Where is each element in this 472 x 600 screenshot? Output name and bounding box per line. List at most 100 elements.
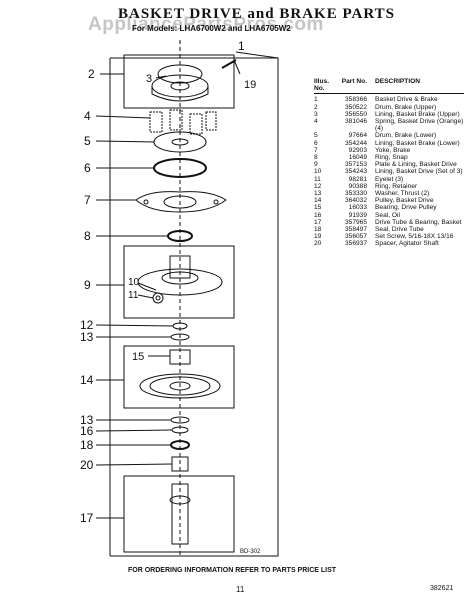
callout-13: 13 — [80, 330, 94, 344]
callout-17: 17 — [80, 511, 94, 525]
group-box-drive-tube — [123, 475, 235, 553]
row-illus: 11 — [314, 175, 321, 183]
exploded-parts-diagram: 1 2 3 19 4 5 6 7 8 9 10 11 12 13 14 15 1… — [80, 39, 279, 558]
row-illus: 1 — [314, 96, 318, 104]
row-description: Set Screw, 5/16-18X 13/16 — [375, 233, 454, 241]
parts-list-row: 5 97664 Drum, Brake (Lower) — [314, 132, 464, 139]
row-part: 353330 — [344, 190, 367, 198]
callout-2: 2 — [88, 67, 95, 81]
row-part: 16033 — [348, 204, 367, 212]
part-brake-lining-upper — [157, 64, 203, 84]
drive-tube-bearing — [169, 495, 191, 505]
callout-14: 14 — [80, 373, 94, 387]
row-part: 16049 — [348, 154, 367, 162]
group-box-pulley — [123, 345, 235, 409]
callout-18: 18 — [80, 438, 94, 452]
row-illus: 5 — [314, 132, 318, 140]
row-part: 350522 — [344, 103, 367, 111]
pulley-groove — [149, 376, 211, 396]
row-description: Seal, Oil — [375, 211, 400, 219]
row-description: Ring, Snap — [375, 154, 408, 162]
row-part: 354243 — [344, 168, 367, 176]
pulley-hub — [169, 381, 191, 391]
drum-hub — [170, 81, 190, 91]
part-brake-yoke — [135, 191, 227, 213]
page-subtitle: For Models: LHA6700W2 and LHA6705W2 — [132, 24, 291, 33]
callout-11: 11 — [128, 290, 139, 301]
diagram-ref-code: BD-302 — [240, 549, 261, 555]
leader-1 — [235, 51, 279, 59]
row-description: Pulley, Basket Drive — [375, 197, 434, 205]
row-illus: 3 — [314, 110, 318, 118]
row-part: 97664 — [348, 132, 367, 140]
row-description: Lining, Basket Brake (Lower) — [375, 139, 460, 147]
row-part: 357153 — [344, 161, 367, 169]
yoke-hole-right — [213, 199, 219, 205]
row-part: 356057 — [344, 233, 367, 241]
callout-5: 5 — [84, 134, 91, 148]
yoke-hole-left — [143, 199, 149, 205]
part-drive-pulley — [139, 373, 221, 399]
callout-4: 4 — [84, 109, 91, 123]
callout-1: 1 — [238, 39, 245, 53]
plate-hub — [169, 255, 191, 279]
row-description: Spring, Basket Drive (Orange) (4) — [375, 118, 464, 133]
row-illus: 16 — [314, 211, 322, 219]
drum-lower-hub — [171, 138, 189, 146]
callout-3: 3 — [146, 73, 152, 85]
callout-15: 15 — [132, 351, 144, 363]
row-illus: 2 — [314, 103, 318, 111]
row-illus: 17 — [314, 218, 322, 226]
row-illus: 14 — [314, 197, 322, 205]
callout-13b: 13 — [80, 413, 94, 427]
row-description: Bearing, Drive Pulley — [375, 204, 437, 212]
row-description: Ring, Retainer — [375, 182, 418, 190]
row-part: 381046 — [344, 118, 367, 126]
callout-16: 16 — [80, 424, 94, 438]
row-part: 358366 — [344, 96, 367, 104]
parts-list-row: 14 364032 Pulley, Basket Drive — [314, 197, 464, 204]
callout-8: 8 — [84, 229, 91, 243]
row-part: 358497 — [344, 226, 367, 234]
part-drive-plate — [137, 268, 223, 296]
assembly-bracket — [109, 57, 279, 557]
row-part: 357965 — [344, 218, 367, 226]
row-description: Yoke, Brake — [375, 146, 411, 154]
header-description: DESCRIPTION — [375, 78, 421, 85]
callout-20: 20 — [80, 458, 94, 472]
row-description: Drive Tube & Bearing, Basket — [375, 218, 462, 226]
row-part: 364032 — [344, 197, 367, 205]
parts-list-row: 17 357965 Drive Tube & Bearing, Basket — [314, 219, 464, 226]
row-part: 91939 — [348, 211, 367, 219]
ordering-note: FOR ORDERING INFORMATION REFER TO PARTS … — [128, 567, 337, 574]
callout-10: 10 — [128, 277, 140, 288]
header-illus: Illus. No. — [314, 78, 330, 93]
group-box-upper-drum — [123, 54, 235, 109]
row-illus: 13 — [314, 190, 322, 198]
row-part: 356937 — [344, 240, 367, 248]
header-part: Part No. — [341, 78, 367, 85]
row-description: Eyelet (3) — [375, 175, 404, 183]
row-part: 98281 — [348, 175, 367, 183]
row-description: Lining, Basket Brake (Upper) — [375, 110, 460, 118]
document-number: 382621 — [430, 585, 454, 592]
row-description: Drum, Brake (Lower) — [375, 132, 437, 140]
row-illus: 6 — [314, 139, 318, 147]
page-title: BASKET DRIVE and BRAKE PARTS — [118, 6, 395, 22]
row-illus: 8 — [314, 154, 318, 162]
row-illus: 19 — [314, 233, 322, 241]
parts-list-header: Illus. No. Part No. DESCRIPTION — [314, 78, 464, 95]
row-illus: 7 — [314, 146, 318, 154]
part-set-screw — [221, 59, 237, 69]
group-box-drive-plate — [123, 245, 235, 319]
